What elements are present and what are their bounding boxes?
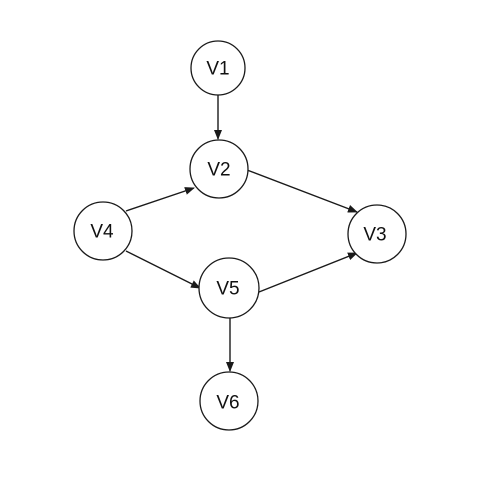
node-v4: V4 (73, 201, 133, 261)
edge-v2-v3 (246, 169, 358, 213)
node-v6: V6 (199, 371, 259, 431)
node-v1-circle (190, 40, 246, 96)
node-v3-label: V3 (363, 225, 386, 246)
node-v5: V5 (198, 257, 260, 319)
node-v3: V3 (347, 204, 407, 264)
node-v6-circle (199, 371, 259, 431)
node-v2-label: V2 (207, 160, 230, 181)
node-v2-circle (189, 139, 249, 199)
node-v1-label: V1 (206, 59, 229, 80)
node-v3-circle (347, 204, 407, 264)
node-v2: V2 (189, 139, 249, 199)
edge-v4-v2 (125, 187, 195, 212)
node-v1: V1 (190, 40, 246, 96)
edge-v4-v5 (125, 250, 201, 289)
node-v5-circle (198, 257, 260, 319)
edges (125, 95, 358, 372)
node-v5-label: V5 (216, 279, 239, 300)
node-v4-label: V4 (90, 222, 114, 243)
edge-v5-v3 (258, 252, 358, 293)
node-v6-label: V6 (216, 393, 239, 414)
node-v4-circle (73, 201, 133, 261)
